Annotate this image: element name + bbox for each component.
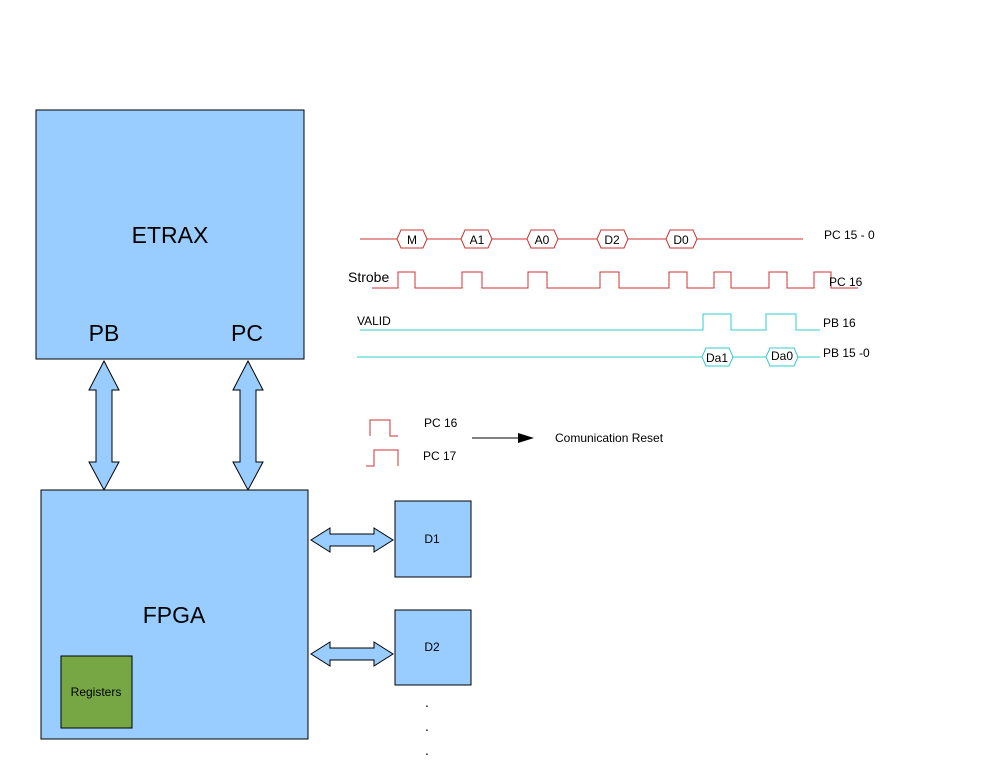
etrax-block: ETRAX PB PC bbox=[35, 109, 305, 360]
d2-bidirectional-arrow bbox=[310, 641, 394, 667]
pc-bidirectional-arrow bbox=[232, 359, 264, 492]
valid-signal bbox=[360, 313, 820, 331]
fpga-label: FPGA bbox=[143, 602, 206, 628]
pc16-pulse-icon bbox=[369, 419, 398, 437]
legend-pc16-label: PC 16 bbox=[424, 416, 458, 430]
pb-bus-token: Da0 bbox=[771, 349, 793, 363]
pc-bus-token: A1 bbox=[470, 233, 485, 247]
pc17-pulse-icon bbox=[366, 449, 399, 467]
pb-bus-label: PB 15 -0 bbox=[823, 346, 870, 360]
continuation-dot: . bbox=[425, 694, 429, 710]
pc-bus-token: M bbox=[407, 233, 417, 247]
timing-diagram: M A1 A0 D2 D0 PC 15 - 0 Strobe PC 16 VAL… bbox=[348, 228, 875, 367]
device-d1: D1 bbox=[394, 500, 472, 578]
pc-bus-token: A0 bbox=[535, 233, 550, 247]
etrax-port-pc: PC bbox=[231, 320, 263, 346]
strobe-pin-label: PC 16 bbox=[829, 275, 863, 289]
strobe-signal bbox=[372, 271, 858, 289]
pc-bus-token: D0 bbox=[673, 233, 689, 247]
device-d2: D2 bbox=[394, 609, 472, 686]
registers-label: Registers bbox=[71, 685, 122, 699]
continuation-dot: . bbox=[425, 718, 429, 734]
pb-bidirectional-arrow bbox=[88, 359, 120, 492]
pc-bus-label: PC 15 - 0 bbox=[824, 228, 875, 242]
strobe-label: Strobe bbox=[348, 269, 389, 285]
legend-pc17-label: PC 17 bbox=[423, 449, 457, 463]
pb-bus-signal bbox=[357, 347, 820, 367]
etrax-label: ETRAX bbox=[132, 222, 209, 248]
valid-label: VALID bbox=[357, 314, 391, 328]
device-d2-label: D2 bbox=[424, 640, 440, 654]
device-d1-label: D1 bbox=[424, 532, 440, 546]
fpga-block: FPGA Registers bbox=[40, 489, 309, 740]
reset-legend: PC 16 PC 17 Comunication Reset bbox=[366, 416, 664, 467]
continuation-dot: . bbox=[425, 742, 429, 758]
pc-bus-signal bbox=[360, 229, 803, 249]
legend-result-label: Comunication Reset bbox=[555, 431, 664, 445]
etrax-port-pb: PB bbox=[89, 320, 120, 346]
pb-bus-token: Da1 bbox=[706, 351, 728, 365]
valid-pin-label: PB 16 bbox=[823, 316, 856, 330]
result-arrowhead-icon bbox=[518, 433, 534, 443]
registers-block bbox=[60, 655, 133, 729]
d1-bidirectional-arrow bbox=[310, 527, 394, 553]
pc-bus-token: D2 bbox=[604, 233, 620, 247]
